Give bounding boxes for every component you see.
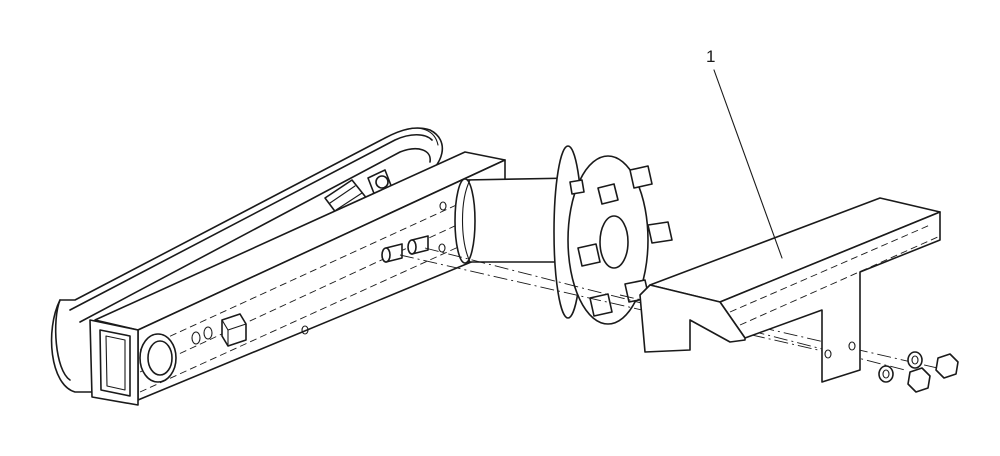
dowel-pins	[381, 235, 429, 263]
shaft	[454, 177, 576, 264]
bracket-part-1	[639, 197, 941, 383]
callout-1: 1	[706, 47, 783, 259]
callout-label: 1	[706, 47, 715, 66]
internal-linkage	[324, 169, 393, 219]
pivot-boss	[139, 333, 177, 383]
flange	[553, 145, 673, 325]
washers-and-nuts	[878, 351, 959, 393]
arm-fasteners	[191, 313, 247, 347]
